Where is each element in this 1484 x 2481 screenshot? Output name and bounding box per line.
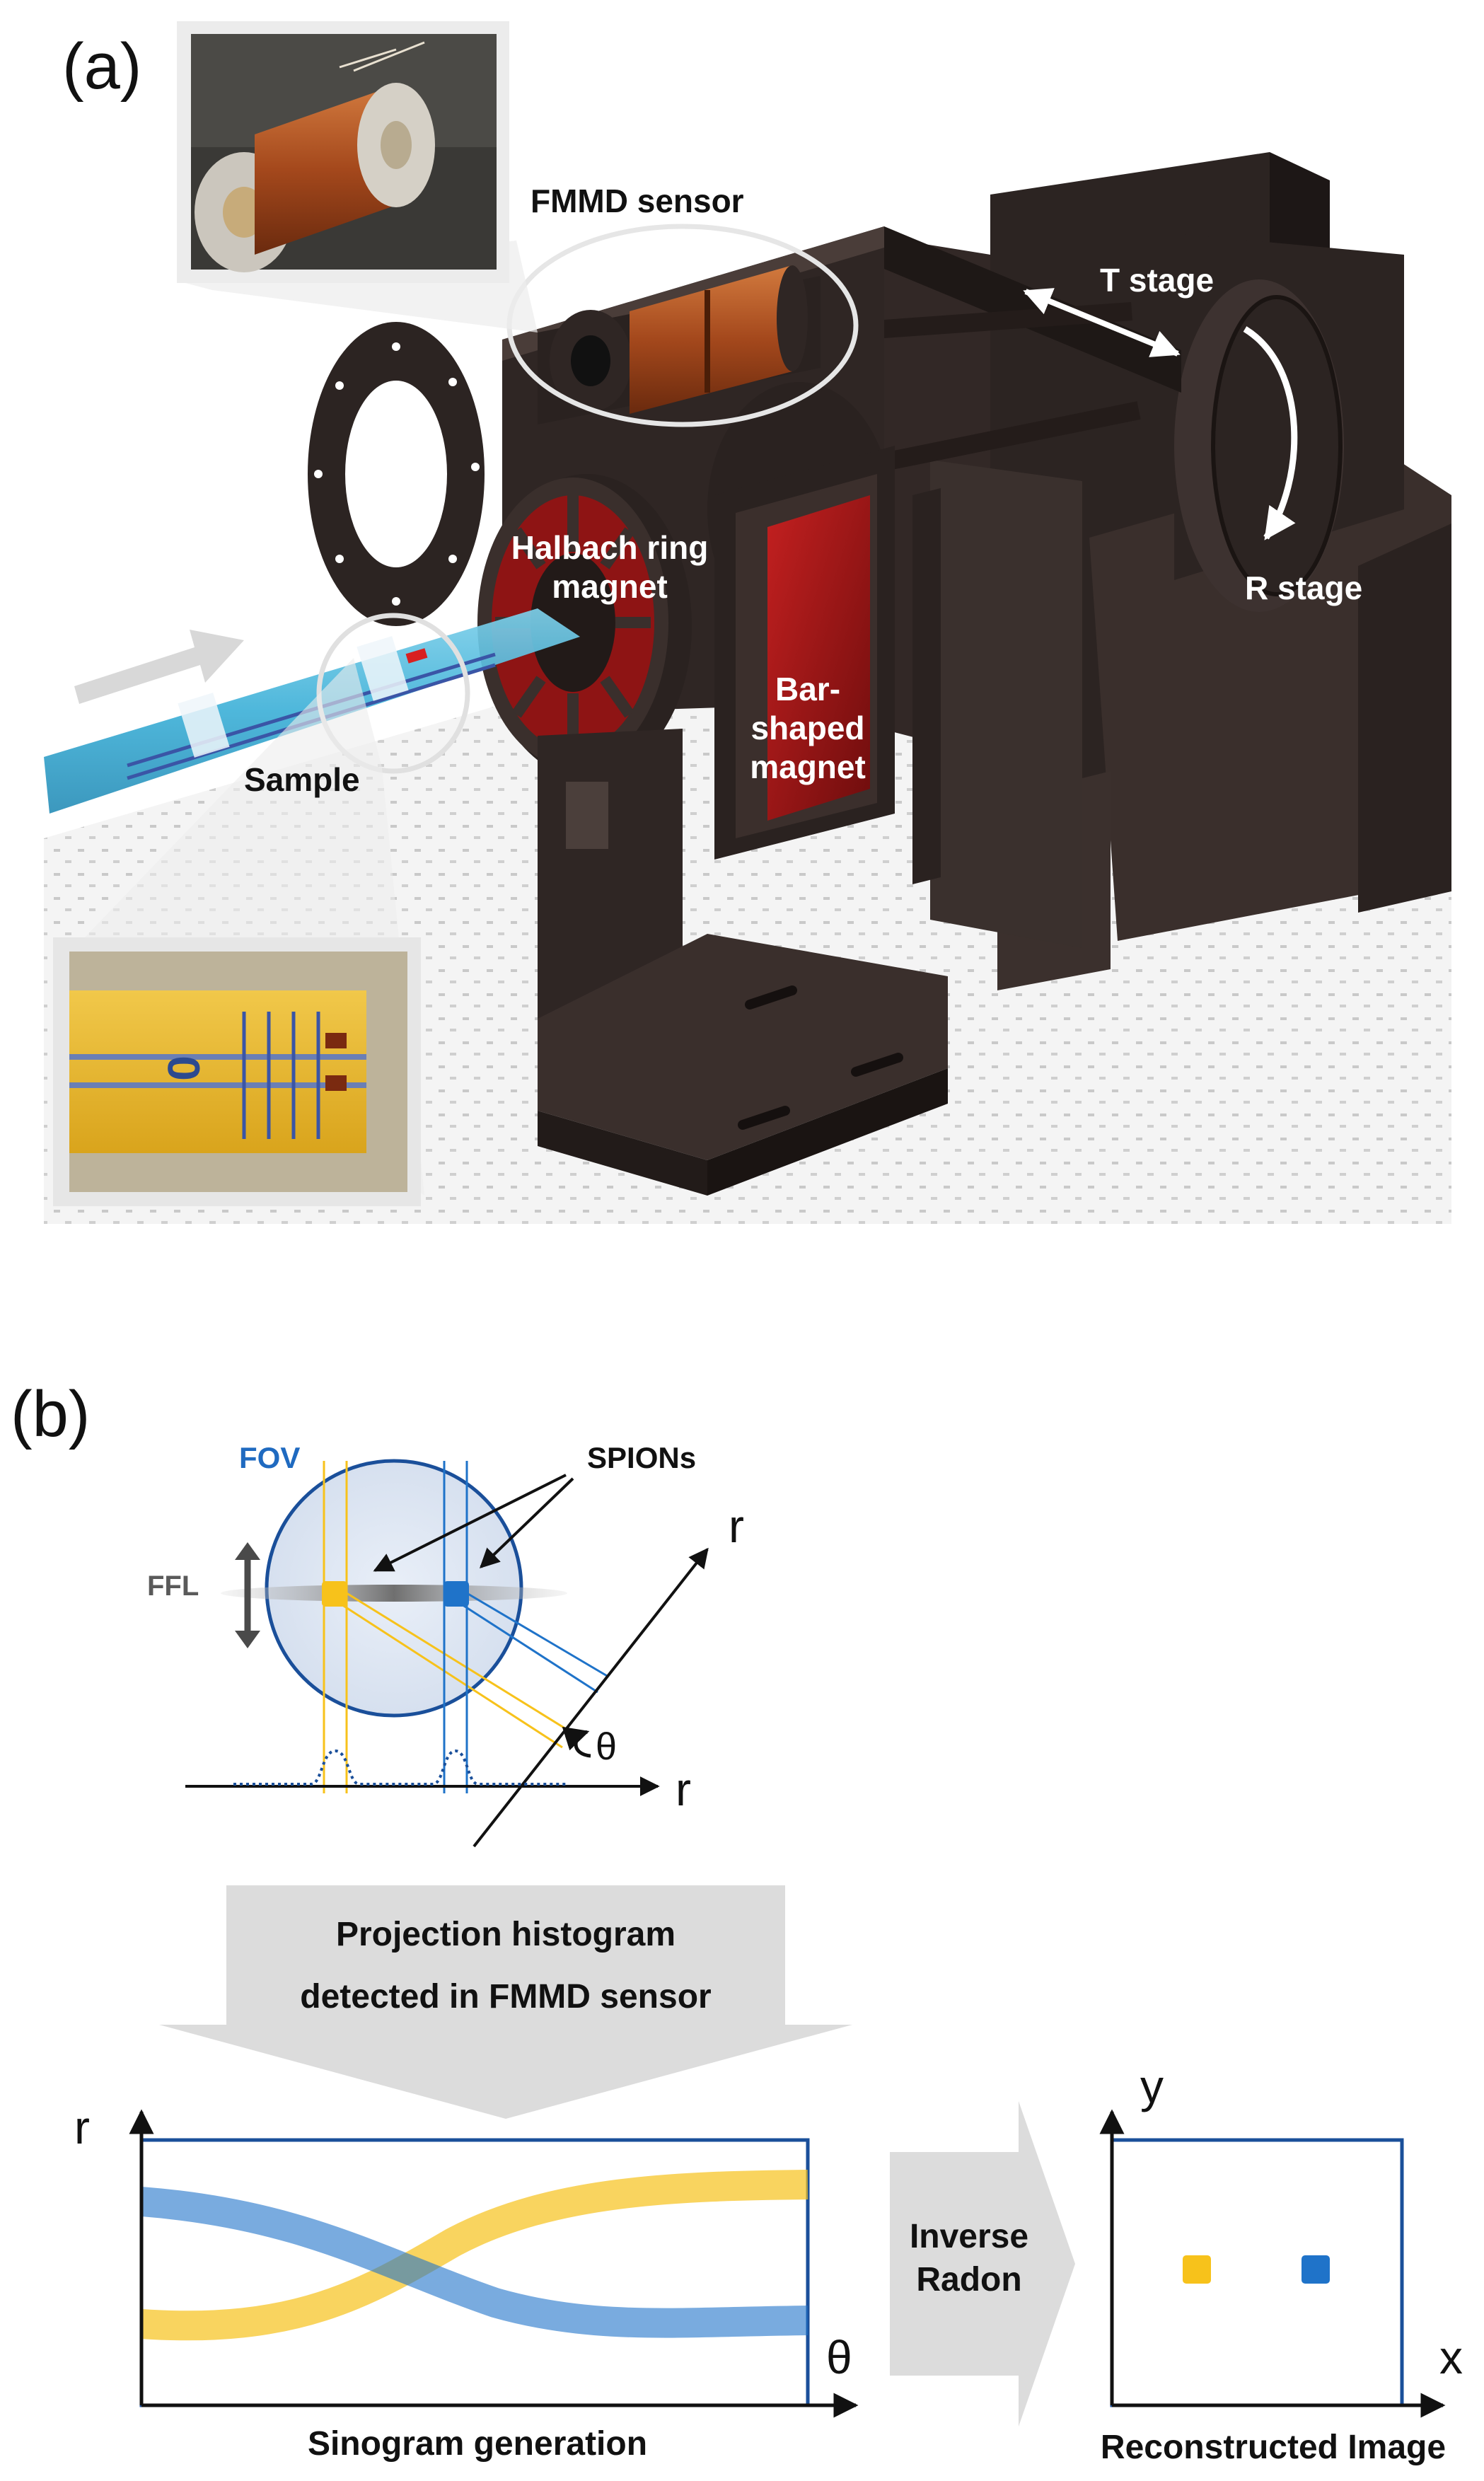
r-axis-rotated-label: r [729, 1500, 744, 1552]
panel-b: (b) [11, 1378, 1463, 2466]
fov-schematic: FOV SPIONs FFL r r θ [147, 1441, 744, 1848]
reconstructed-image-plot: y x Reconstructed Image [1099, 2060, 1463, 2466]
bar-magnet-label-line2: shaped [750, 710, 864, 746]
bar-magnet-label-line3: magnet [750, 748, 866, 785]
ffl-line [221, 1585, 567, 1602]
panel-a-label: (a) [62, 30, 141, 103]
bar-magnet-label-line1: Bar- [775, 671, 840, 707]
sinogram-plot: r θ Sinogram generation [74, 2101, 859, 2463]
projection-histogram-curve [233, 1749, 566, 1786]
r-axis-rotated [473, 1547, 709, 1848]
reconstructed-blue-spot [1302, 2255, 1330, 2284]
sinogram-theta-label: θ [826, 2331, 852, 2383]
sinogram-blue-trace [140, 2187, 808, 2338]
r-stage-label: R stage [1245, 569, 1362, 606]
r-axis-horizontal-label: r [676, 1763, 691, 1815]
projection-label-line2: detected in FMMD sensor [300, 1978, 711, 2016]
inverse-label-line2: Radon [916, 2261, 1021, 2298]
reconstructed-yellow-spot [1183, 2255, 1211, 2284]
reconstruction-y-label: y [1140, 2060, 1164, 2112]
fmmd-sensor-label: FMMD sensor [531, 183, 744, 219]
sample-callout-circle [316, 613, 470, 774]
t-stage-label: T stage [1100, 262, 1214, 299]
t-stage-arrow [1023, 288, 1181, 357]
inverse-radon-arrow: Inverse Radon [890, 2101, 1075, 2427]
bar-magnet-assembly [707, 382, 895, 860]
sample-direction-arrow [74, 630, 244, 704]
inverse-label-line1: Inverse [910, 2218, 1028, 2255]
fov-label: FOV [239, 1441, 300, 1474]
spion-blue [444, 1581, 469, 1607]
halbach-ring-magnet [477, 474, 692, 778]
projection-label-line1: Projection histogram [336, 1916, 676, 1953]
spions-label: SPIONs [587, 1441, 696, 1474]
theta-rotation-arrow [562, 1726, 591, 1758]
panel-a: 0 (a) FMMD sensor T stage R stage Halbac… [44, 21, 1451, 1224]
sensor-photo-inset [177, 21, 509, 283]
panel-b-label: (b) [11, 1378, 90, 1450]
spion-yellow [322, 1581, 347, 1607]
halbach-label-line1: Halbach ring [511, 529, 709, 566]
fmmd-sensor-coil [538, 265, 821, 424]
sinogram-yellow-trace [140, 2170, 808, 2341]
donut-plate [308, 322, 485, 626]
sinogram-caption: Sinogram generation [308, 2425, 647, 2463]
reconstruction-frame [1110, 2138, 1404, 2407]
sample-label: Sample [244, 761, 360, 798]
reconstruction-caption: Reconstructed Image [1101, 2429, 1446, 2466]
reconstruction-x-label: x [1439, 2331, 1463, 2383]
ffl-label: FFL [147, 1571, 199, 1602]
front-stand [538, 729, 948, 1196]
projection-arrow: Projection histogram detected in FMMD se… [159, 1885, 852, 2119]
halbach-label-line2: magnet [552, 568, 668, 605]
inset-tube-digit: 0 [158, 1056, 209, 1081]
sinogram-r-label: r [74, 2101, 90, 2153]
theta-label: θ [596, 1725, 617, 1768]
sample-photo-inset: 0 [53, 937, 421, 1206]
r-stage-arrow [1243, 326, 1298, 540]
